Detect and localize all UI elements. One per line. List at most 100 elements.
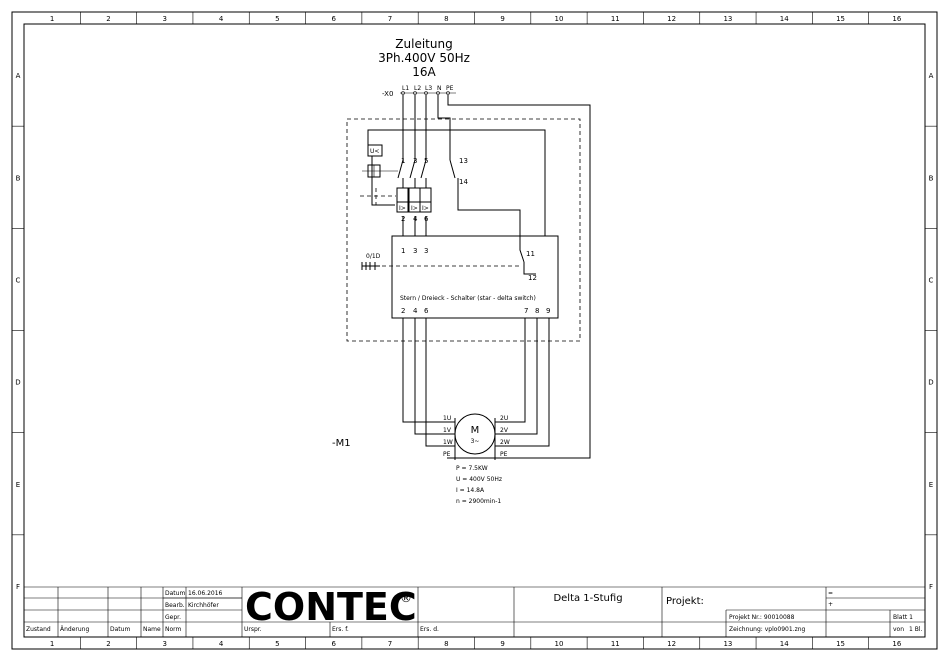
sheet-count-label: von (893, 626, 904, 633)
contact-11: 11 (526, 250, 535, 258)
column-label: 2 (106, 640, 110, 648)
column-label: 3 (163, 15, 167, 23)
column-label: 15 (836, 640, 845, 648)
label-ers-d: Ers. d. (420, 626, 439, 633)
value-date: 16.06.2016 (188, 590, 223, 597)
label-aenderung: Änderung (60, 626, 89, 633)
motor-term-1w: 1W (443, 439, 453, 446)
row-label: B (16, 174, 21, 182)
motor-ref: -M1 (332, 438, 351, 449)
box-pin-3a: 3 (413, 247, 417, 255)
row-label: D (15, 379, 20, 387)
column-label: 3 (163, 640, 167, 648)
row-label: F (929, 583, 933, 591)
column-label: 11 (611, 640, 620, 648)
row-label: C (929, 276, 934, 284)
terminal-l3: L3 (425, 85, 432, 92)
box-pin-8: 8 (535, 307, 539, 315)
row-label: A (929, 72, 934, 80)
supply-spec: 3Ph.400V 50Hz (378, 51, 470, 65)
row-label: B (929, 174, 934, 182)
box-pin-7: 7 (524, 307, 528, 315)
supply-title: Zuleitung (395, 37, 452, 51)
column-label: 7 (388, 15, 392, 23)
drawing-title: Delta 1-Stufig (553, 593, 622, 604)
motor-spec-power: P = 7.5KW (456, 465, 488, 472)
motor-spec-current: I = 14.8A (456, 487, 485, 494)
box-pin-6: 6 (424, 307, 429, 315)
outer-border (11, 11, 938, 650)
overload-relays: I> I> I> (396, 187, 432, 213)
label-datum: Datum (165, 590, 185, 597)
column-label: 4 (219, 15, 224, 23)
title-block: Datum 16.06.2016 Bearb. Kirchhöfer Gepr.… (24, 585, 925, 637)
switch-label: Stern / Dreieck - Schalter (star - delta… (400, 295, 536, 302)
column-label: 1 (50, 640, 54, 648)
column-label: 2 (106, 15, 110, 23)
undervoltage-label: U< (370, 148, 379, 155)
phase-wiring (367, 95, 591, 459)
plus-sign: + (828, 601, 833, 608)
column-label: 9 (500, 15, 504, 23)
row-label: F (16, 583, 20, 591)
trip-label-1: I> (399, 205, 406, 212)
star-delta-switch (391, 235, 559, 319)
column-label: 9 (500, 640, 504, 648)
box-pin-3b: 3 (424, 247, 428, 255)
column-label: 13 (723, 15, 732, 23)
pin-top-1: 1 (401, 157, 405, 165)
label-gepr: Gepr. (165, 614, 181, 621)
motor-term-pe-left: PE (443, 451, 451, 458)
project-number: Projekt Nr.: 90010088 (729, 614, 795, 621)
label-norm: Norm (165, 626, 182, 633)
row-label: C (16, 276, 21, 284)
label-zustand: Zustand (26, 626, 51, 633)
column-label: 5 (275, 640, 279, 648)
pin-mid-2: 2 (401, 215, 405, 223)
trip-label-3: I> (422, 205, 429, 212)
release-actuator (361, 262, 380, 270)
column-label: 14 (780, 640, 789, 648)
row-label: E (16, 481, 20, 489)
column-label: 12 (667, 640, 676, 648)
column-label: 8 (444, 15, 448, 23)
pin-top-5: 5 (424, 157, 428, 165)
column-label: 15 (836, 15, 845, 23)
eq-sign: = (828, 590, 833, 597)
undervoltage-coil (367, 144, 383, 157)
aux-pin-13: 13 (459, 157, 468, 165)
terminal-strip: L1 L2 L3 N PE (400, 85, 456, 95)
release-label: 0/1D (366, 253, 381, 260)
box-pin-1: 1 (401, 247, 405, 255)
label-bearb: Bearb. (165, 602, 185, 609)
column-label: 10 (555, 640, 564, 648)
motor-wiring (402, 318, 550, 459)
terminal-pe: PE (446, 85, 454, 92)
column-label: 4 (219, 640, 224, 648)
pin-mid-4: 4 (413, 215, 418, 223)
box-pin-9: 9 (546, 307, 550, 315)
contact-12: 12 (528, 274, 537, 282)
trip-label-2: I> (411, 205, 418, 212)
project-label: Projekt: (666, 596, 704, 607)
motor-term-2w: 2W (500, 439, 510, 446)
motor-term-2v: 2V (500, 427, 509, 434)
column-label: 11 (611, 15, 620, 23)
motor-phase: 3~ (471, 438, 480, 445)
pin-mid-6: 6 (424, 215, 429, 223)
column-label: 16 (892, 15, 901, 23)
column-label: 14 (780, 15, 789, 23)
row-label: D (928, 379, 933, 387)
motor-term-1v: 1V (443, 427, 452, 434)
value-editor: Kirchhöfer (188, 602, 219, 609)
terminal-l1: L1 (402, 85, 409, 92)
column-label: 10 (555, 15, 564, 23)
label-name: Name (143, 626, 161, 633)
column-label: 16 (892, 640, 901, 648)
terminal-n: N (437, 85, 442, 92)
motor-term-pe-right: PE (500, 451, 508, 458)
